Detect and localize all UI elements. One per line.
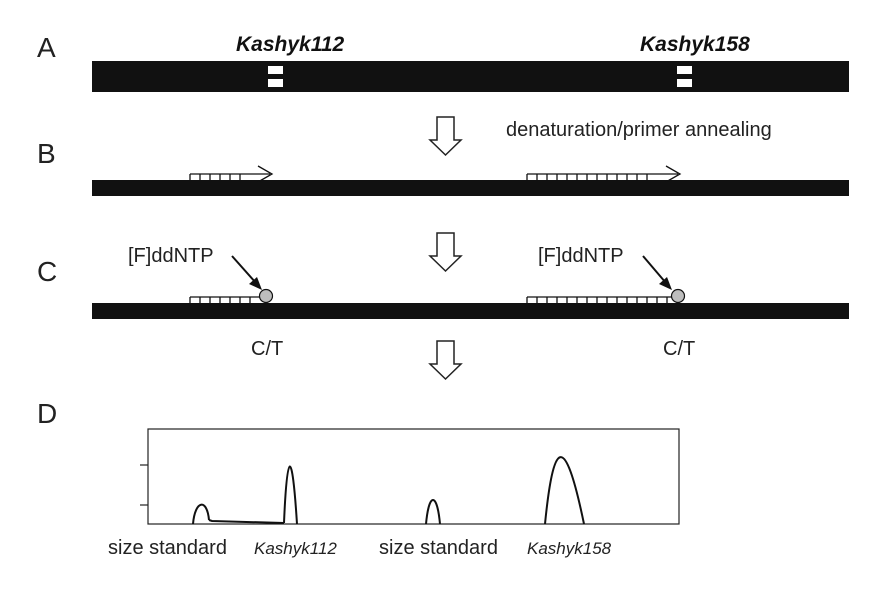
extended-primer-kashyk158	[526, 296, 672, 303]
peak-size-standard-2	[425, 499, 441, 525]
peak-label-size-standard-1: size standard	[108, 537, 227, 559]
marker-label-kashyk112: Kashyk112	[236, 33, 345, 56]
snp-site-kashyk158	[677, 66, 692, 74]
peak-label-kashyk112: Kashyk112	[254, 539, 337, 558]
panel-label-b: B	[37, 138, 56, 169]
labeled-ddntp-ball-left	[258, 288, 274, 304]
down-arrow-icon	[428, 340, 463, 381]
single-strand-dna-c	[92, 303, 849, 319]
peak-label-size-standard-2: size standard	[379, 537, 498, 559]
peak-kashyk112	[283, 465, 298, 525]
peak-kashyk158	[544, 456, 585, 525]
labeled-ddntp-ball-right	[670, 288, 686, 304]
extended-primer-kashyk112	[189, 296, 260, 303]
panel-label-a: A	[37, 32, 56, 63]
marker-label-kashyk158: Kashyk158	[640, 33, 750, 56]
peak-label-kashyk158: Kashyk158	[527, 539, 612, 558]
electropherogram	[140, 428, 680, 525]
panel-label-c: C	[37, 256, 57, 287]
baseline-trace	[208, 519, 285, 524]
single-strand-dna-b	[92, 180, 849, 196]
primer-kashyk158	[526, 165, 682, 183]
ddntp-label-right: [F]ddNTP	[538, 245, 624, 267]
allele-label-left: C/T	[251, 338, 283, 360]
allele-label-right: C/T	[663, 338, 695, 360]
pointer-arrow-right	[642, 255, 672, 290]
snp-site-kashyk112	[268, 66, 283, 74]
peak-size-standard-1	[192, 503, 210, 525]
genomic-dna-double-strand	[92, 61, 849, 92]
electropherogram-frame	[147, 428, 680, 525]
panel-label-d: D	[37, 398, 57, 429]
primer-kashyk112	[189, 165, 274, 183]
down-arrow-icon	[428, 232, 463, 273]
step-label-denaturation: denaturation/primer annealing	[506, 119, 772, 141]
ddntp-label-left: [F]ddNTP	[128, 245, 214, 267]
down-arrow-icon	[428, 116, 463, 157]
pointer-arrow-left	[231, 255, 262, 290]
